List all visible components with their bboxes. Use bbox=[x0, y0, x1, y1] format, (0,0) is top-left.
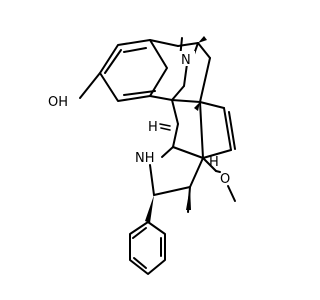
phenyl-ring bbox=[129, 221, 166, 275]
methyl-wedge bbox=[186, 187, 191, 210]
methoxy-oxygen-label: O bbox=[220, 172, 230, 187]
phenol-ring bbox=[99, 39, 168, 102]
tertiary-amine-label: N bbox=[181, 53, 191, 68]
phenyl-wedge bbox=[145, 195, 154, 223]
stereo-wedge-top bbox=[198, 36, 207, 43]
n-label-bg bbox=[179, 51, 195, 66]
molecule-canvas: OH N H bbox=[48, 36, 236, 275]
stereo-h-label-1: H bbox=[148, 120, 158, 135]
methoxy-methyl-bond bbox=[227, 185, 236, 202]
methoxy-bond bbox=[215, 170, 221, 173]
hydroxyl-bond bbox=[79, 72, 101, 99]
hydroxyl-label: OH bbox=[48, 95, 68, 110]
secondary-amine-label: NH bbox=[135, 151, 155, 166]
stereo-hash-2 bbox=[160, 127, 171, 131]
stereo-h-label-2: H bbox=[209, 155, 219, 170]
stereo-wedge-mid bbox=[194, 102, 200, 111]
nh-label-bg bbox=[134, 148, 158, 163]
chemical-structure-diagram: OH N H bbox=[48, 36, 236, 275]
stereo-hash-1 bbox=[159, 123, 171, 127]
central-framework bbox=[149, 101, 232, 213]
